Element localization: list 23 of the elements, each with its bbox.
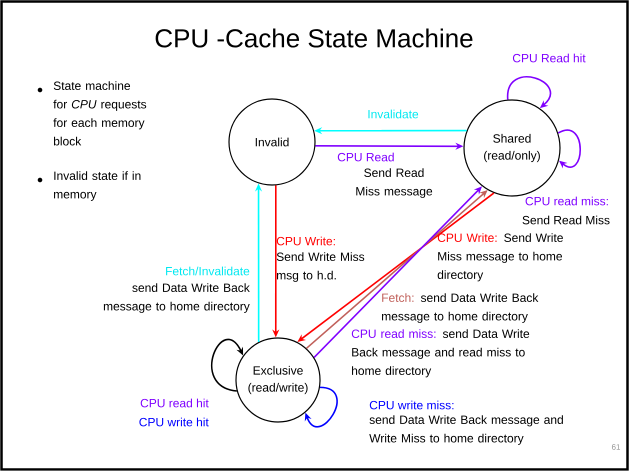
edge-label: CPU read hit — [140, 398, 209, 408]
page-number: 61 — [612, 444, 620, 450]
bullet-text: State machine for CPU requests for each memory block — [53, 81, 146, 146]
transition-text: send Data Write Back message and Write Miss to home directory — [369, 415, 563, 445]
edge-label: Fetch/Invalidate — [166, 266, 250, 276]
edge-label: CPU Write: Send Write Miss message to home directory — [438, 233, 563, 282]
edge-label: CPU read miss: send Data Write Back message and read miss to home directory — [352, 329, 530, 378]
arrow — [558, 130, 581, 169]
edge-label: CPU Write: — [276, 236, 335, 246]
bullet-text: Invalid state if in memory — [54, 171, 140, 201]
arrow — [211, 339, 244, 392]
transition-text: Send Read Miss — [522, 216, 610, 224]
edge-label: CPU write miss: — [370, 400, 454, 410]
edge-label: CPU read miss: — [526, 196, 608, 206]
transition-text: Send Read Miss message — [356, 168, 432, 198]
transition-text: Send Write Miss msg to h.d. — [276, 252, 364, 282]
transition-text: send Data Write Back message to home directory — [104, 283, 250, 313]
edge-label: CPU Read — [338, 152, 394, 162]
edge-label: Invalidate — [368, 110, 418, 118]
arrow — [304, 386, 338, 428]
title: CPU -Cache State Machine — [156, 28, 472, 48]
edge-label: CPU Read hit — [512, 54, 586, 62]
transition-text: CPU write hit — [139, 418, 209, 426]
